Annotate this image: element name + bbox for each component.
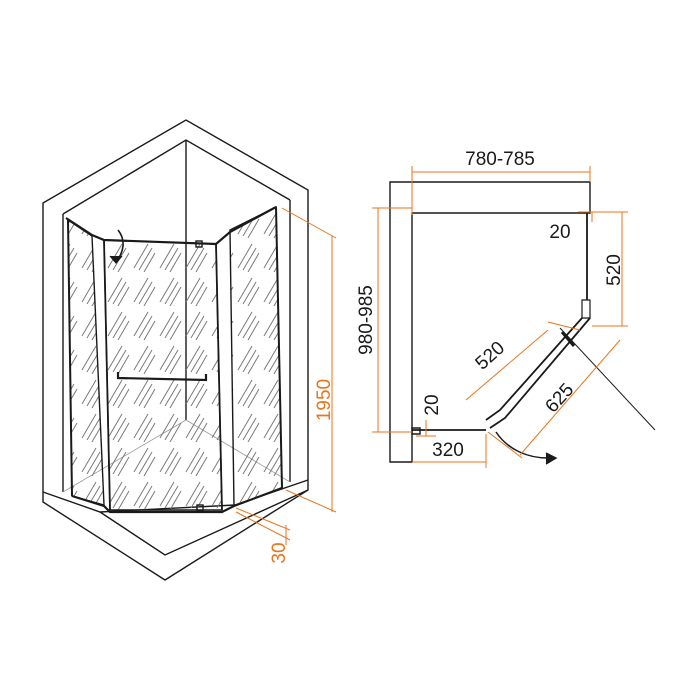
- dim-520-right-label: 520: [604, 254, 625, 286]
- top-profile: [65, 206, 277, 246]
- dim-1950-label: 1950: [314, 379, 335, 421]
- dim-20-left-label: 20: [422, 394, 443, 415]
- glass-right-panel: [229, 205, 283, 508]
- dim-780-label: 780-785: [465, 149, 535, 170]
- plan-door-diag-inner: [489, 317, 591, 429]
- dim-980-label: 980-985: [356, 285, 377, 355]
- iso-view: [42, 119, 309, 581]
- glass-door-panel: [103, 239, 223, 511]
- dim-20-top: [578, 211, 593, 222]
- plan-dimensions: [372, 166, 628, 468]
- plan-handle: [560, 331, 576, 347]
- glass-left-panel: [67, 218, 105, 506]
- plan-door-open: [559, 327, 656, 431]
- iso-dimensions: [235, 207, 337, 545]
- plan-view: [389, 181, 656, 465]
- dim-1950-ext-bottom: [285, 489, 337, 513]
- arrow-head-icon: [109, 255, 123, 264]
- arrow-head-icon: [545, 452, 558, 465]
- frame-door-right: [215, 243, 223, 511]
- dim-1950-ext-top: [281, 207, 337, 239]
- dim-520-diag-line: [465, 329, 549, 401]
- dim-30-ext-top: [235, 507, 291, 531]
- bottom-profile: [71, 486, 283, 514]
- curved-arrow-icon: [495, 431, 549, 459]
- dim-20-left: [416, 420, 436, 437]
- frame-door-left: [103, 239, 111, 511]
- dim-20-top-label: 20: [549, 222, 570, 243]
- dim-30-label: 30: [269, 542, 290, 563]
- dim-520-diag-label: 520: [472, 338, 510, 375]
- frame-left-post: [67, 219, 73, 497]
- plan-side-end: [581, 299, 591, 319]
- hinge-bottom: [196, 504, 204, 512]
- dim-30-ext-bottom: [235, 511, 291, 541]
- dim-320-label: 320: [432, 440, 464, 461]
- dim-625-ext: [487, 431, 523, 459]
- dim-520-diag-ext: [547, 321, 581, 331]
- dim-625-line: [519, 339, 621, 456]
- plan-bottom-stub: [411, 427, 421, 435]
- hinge-top: [195, 240, 203, 248]
- frame-right-post: [275, 206, 283, 489]
- door-handle: [116, 372, 208, 382]
- base-front: [99, 489, 309, 556]
- dim-625-label: 625: [542, 380, 579, 418]
- plan-door-diag: [485, 317, 583, 421]
